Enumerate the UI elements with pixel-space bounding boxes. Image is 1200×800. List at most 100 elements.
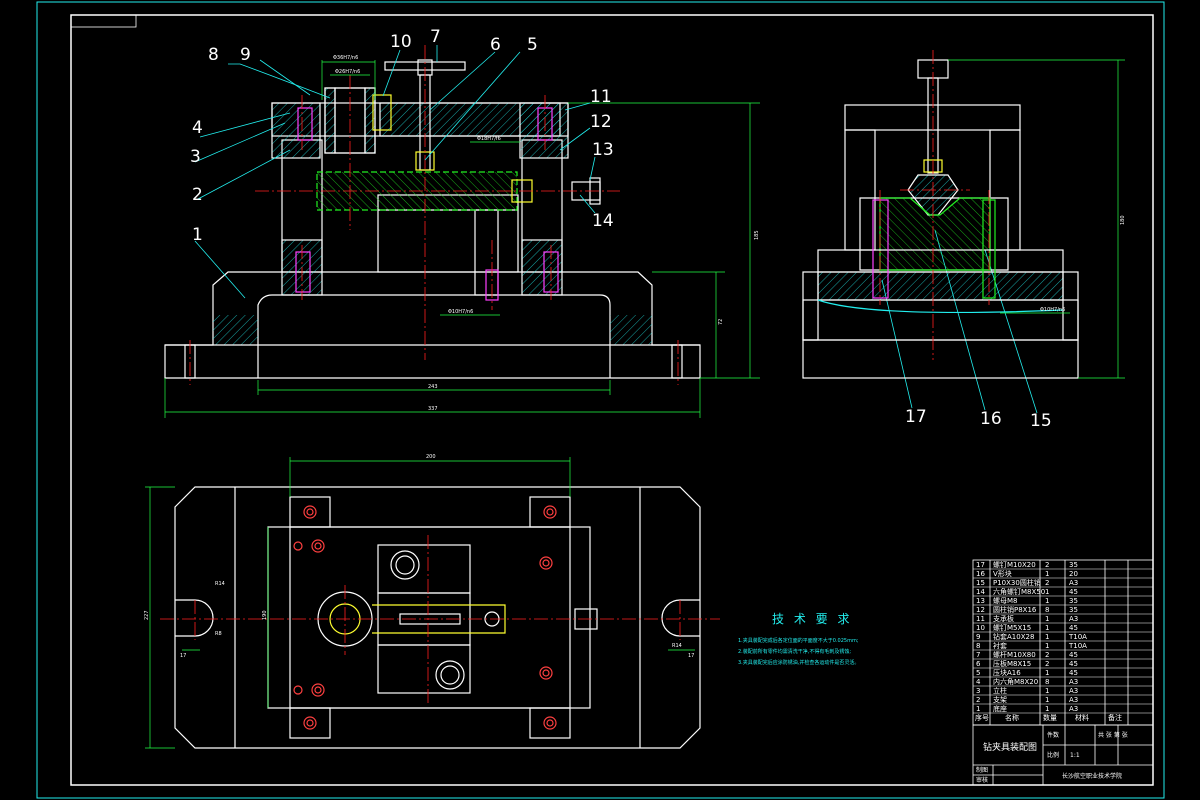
bom-cell-mat: 45: [1069, 669, 1078, 677]
tech-title: 技 术 要 求: [772, 612, 852, 626]
bom-header-note: 备注: [1108, 713, 1122, 722]
bom-cell-no: 10: [976, 624, 985, 632]
bom-cell-mat: T10A: [1068, 633, 1087, 641]
dim-side-height: 180: [1120, 215, 1126, 225]
plan-dimensions: [145, 457, 695, 749]
bom-cell-qty: 8: [1045, 606, 1049, 614]
bom-cell-qty: 8: [1045, 678, 1049, 686]
callout-10: 10: [390, 32, 412, 52]
bom-cell-name: 底座: [993, 704, 1007, 713]
corner-box: [70, 14, 137, 28]
dim-width-total: 337: [428, 406, 438, 412]
checked-label: 审核: [976, 776, 988, 784]
bom-cell-qty: 1: [1045, 588, 1049, 596]
title-block: [972, 724, 1154, 786]
bom-cell-name: 压板M8X15: [993, 659, 1031, 668]
bom-cell-no: 2: [976, 696, 980, 704]
bom-cell-mat: A3: [1069, 615, 1078, 623]
scale-value: 1:1: [1070, 752, 1080, 759]
callout-8: 8: [208, 45, 219, 65]
callout-7: 7: [430, 27, 441, 47]
callout-16: 16: [980, 409, 1002, 429]
dim-height-v: 185: [754, 230, 760, 240]
front-centerlines: [189, 45, 679, 385]
bom-cell-no: 4: [976, 678, 981, 686]
bom-cell-qty: 1: [1045, 597, 1049, 605]
callout-14: 14: [592, 211, 614, 231]
bom-cell-mat: A3: [1069, 579, 1078, 587]
callout-17: 17: [905, 407, 927, 427]
inner-frame: [70, 14, 1154, 786]
dim-top-fit: Φ36H7/n6: [333, 55, 358, 61]
bom-header-mat: 材料: [1075, 713, 1089, 722]
bom-cell-mat: 35: [1069, 597, 1078, 605]
bom-cell-name: V形块: [993, 569, 1012, 578]
pieces-label: 件数: [1047, 731, 1059, 739]
bom-cell-no: 1: [976, 705, 980, 713]
bom-cell-no: 17: [976, 561, 985, 569]
plan-view: [174, 486, 701, 749]
bom-cell-mat: A3: [1069, 678, 1078, 686]
plan-bolts: [293, 505, 557, 730]
outer-frame: [36, 1, 1165, 799]
bom-cell-name: 六角螺钉M8X50: [993, 587, 1045, 596]
callout-13: 13: [592, 140, 614, 160]
bom-cell-qty: 1: [1045, 687, 1049, 695]
bom-cell-mat: 45: [1069, 624, 1078, 632]
dim-plan-width: 200: [426, 454, 436, 460]
bom-cell-name: 钻套A10X28: [993, 632, 1034, 641]
callout-15: 15: [1030, 411, 1052, 431]
bom-cell-qty: 1: [1045, 570, 1049, 578]
bom-cell-mat: 35: [1069, 606, 1078, 614]
bom-cell-mat: 45: [1069, 588, 1078, 596]
side-centerlines: [879, 50, 990, 360]
plan-centerlines: [160, 535, 720, 705]
bom-cell-name: P10X30圆柱销: [993, 578, 1041, 587]
bom-header-qty: 数量: [1043, 713, 1057, 722]
callout-9: 9: [240, 45, 251, 65]
bom-cell-name: 螺钉M10X20: [993, 560, 1036, 569]
bom-cell-name: 支架: [993, 695, 1007, 704]
bom-cell-qty: 2: [1045, 579, 1049, 587]
bom-cell-name: 衬套: [993, 641, 1007, 650]
tech-line-2: 2.装配前所有零件均需清洗干净,不得有毛刺及锈蚀;: [738, 648, 851, 655]
dim-mid-fit: Φ18H7/f6: [477, 136, 501, 142]
callout-3: 3: [190, 147, 201, 167]
bom-cell-no: 16: [976, 570, 985, 578]
bom-cell-no: 13: [976, 597, 985, 605]
bom-cell-qty: 1: [1045, 696, 1049, 704]
bom-cell-qty: 2: [1045, 561, 1049, 569]
bom-cell-qty: 1: [1045, 705, 1049, 713]
drawn-label: 制图: [976, 766, 988, 774]
bom-cell-mat: A3: [1069, 705, 1078, 713]
bom-cell-mat: 45: [1069, 660, 1078, 668]
bom-cell-no: 7: [976, 651, 980, 659]
bom-cell-no: 9: [976, 633, 980, 641]
callout-4: 4: [192, 118, 203, 138]
callout-12: 12: [590, 112, 612, 132]
bom-cell-no: 11: [976, 615, 985, 623]
bom-cell-qty: 1: [1045, 624, 1049, 632]
dim-r8: R8: [215, 631, 222, 637]
callout-6: 6: [490, 35, 501, 55]
tech-line-3: 3.夹具装配完后应涂防锈油,并检查各运动件是否灵活。: [738, 659, 859, 666]
dim-17a: 17: [180, 653, 186, 659]
bom-cell-mat: T10A: [1068, 642, 1087, 650]
bom-header-name: 名称: [1005, 713, 1019, 722]
front-view: [164, 59, 701, 379]
bom-cell-qty: 1: [1045, 669, 1049, 677]
bom-cell-qty: 2: [1045, 651, 1049, 659]
bom-cell-no: 12: [976, 606, 985, 614]
dim-plan-height: 227: [144, 610, 150, 620]
bom-cell-qty: 2: [1045, 660, 1049, 668]
bom-cell-name: 螺钉M5X15: [993, 623, 1031, 632]
scale-label: 比例: [1047, 751, 1059, 759]
front-dimensions: [164, 60, 760, 418]
drawing-title: 钻夹具装配图: [983, 741, 1037, 753]
bom-cell-name: 立柱: [993, 686, 1007, 695]
dim-plan-inner: 190: [262, 610, 268, 620]
bom-cell-name: 圆柱销P8X16: [993, 605, 1037, 614]
side-dimensions: [948, 59, 1125, 379]
